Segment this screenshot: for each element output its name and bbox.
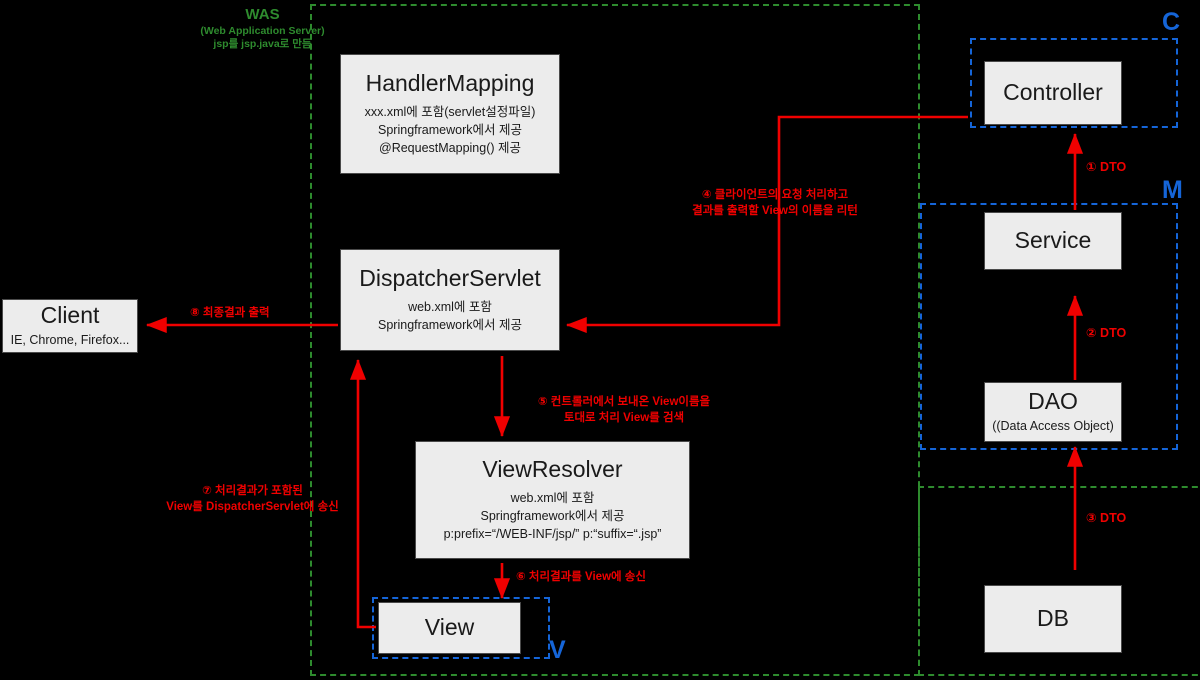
node-controller[interactable]: Controller [984, 61, 1122, 125]
annotation-step-7: ⑦ 처리결과가 포함된 View를 DispatcherServlet에 송신 [166, 485, 339, 513]
node-handler-mapping-sub: xxx.xml에 포함(servlet설정파일) Springframework… [364, 104, 536, 156]
was-title: WAS [245, 6, 280, 23]
annotation-step-8: ⑧ 최종결과 출력 [190, 307, 270, 319]
region-model-zone [920, 203, 1178, 450]
node-handler-mapping[interactable]: HandlerMapping xxx.xml에 포함(servlet설정파일) … [340, 54, 560, 174]
node-view[interactable]: View [378, 602, 521, 654]
region-db-zone [918, 486, 1200, 676]
node-controller-title: Controller [1003, 79, 1103, 106]
node-dao-title: DAO [1028, 388, 1078, 415]
was-caption: WAS (Web Application Server) jsp를 jsp.ja… [155, 6, 370, 51]
was-note: jsp를 jsp.java로 만듬 [213, 37, 312, 50]
node-dao-sub: ((Data Access Object) [992, 418, 1114, 433]
annotation-dto-3: ③ DTO [1086, 511, 1127, 525]
annotation-dto-1: ① DTO [1086, 160, 1127, 174]
node-client[interactable]: Client IE, Chrome, Firefox... [2, 299, 138, 353]
annotation-step-5: ⑤ 컨트롤러에서 보내온 View이름을 토대로 처리 View를 검색 [537, 396, 711, 424]
region-label-v: V [549, 636, 566, 664]
region-controller-zone [970, 38, 1178, 128]
node-db[interactable]: DB [984, 585, 1122, 653]
was-subtitle: (Web Application Server) [200, 24, 325, 37]
node-client-title: Client [40, 302, 100, 329]
node-view-resolver-title: ViewResolver [482, 455, 623, 482]
node-dispatcher-servlet-sub: web.xml에 포함 Springframework에서 제공 [378, 300, 522, 333]
annotation-step-6: ⑥ 처리결과를 View에 송신 [516, 571, 646, 583]
node-view-resolver-sub: web.xml에 포함 Springframework에서 제공 p:prefi… [443, 490, 662, 542]
node-service[interactable]: Service [984, 212, 1122, 270]
region-was [310, 4, 920, 676]
node-client-sub: IE, Chrome, Firefox... [10, 332, 130, 347]
region-label-m: M [1162, 176, 1183, 204]
node-dao[interactable]: DAO ((Data Access Object) [984, 382, 1122, 442]
node-handler-mapping-title: HandlerMapping [365, 69, 535, 96]
node-db-title: DB [1037, 605, 1069, 632]
node-view-title: View [424, 614, 475, 641]
node-service-title: Service [1014, 227, 1092, 254]
region-label-c: C [1162, 8, 1181, 36]
node-dispatcher-servlet[interactable]: DispatcherServlet web.xml에 포함 Springfram… [340, 249, 560, 351]
node-dispatcher-servlet-title: DispatcherServlet [359, 264, 541, 291]
annotation-step-4: ④ 클라이언트의 요청 처리하고 결과를 출력할 View의 이름을 리턴 [692, 189, 858, 217]
annotation-dto-2: ② DTO [1086, 326, 1127, 340]
node-view-resolver[interactable]: ViewResolver web.xml에 포함 Springframework… [415, 441, 690, 559]
